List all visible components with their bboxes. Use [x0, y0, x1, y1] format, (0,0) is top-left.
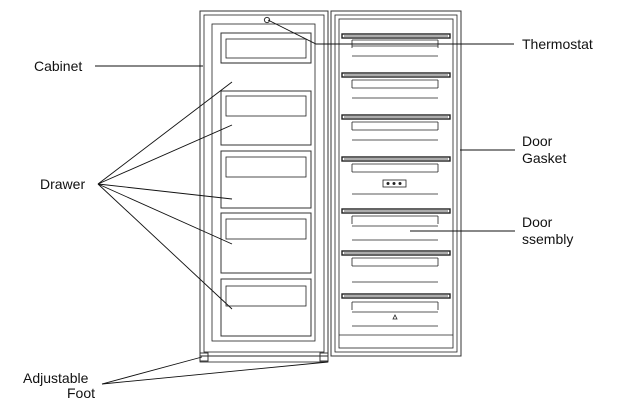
cabinet-body: [199, 10, 329, 363]
cabinet-drawers: [220, 32, 312, 337]
door-shelf-rail: [341, 156, 451, 162]
label-door-gasket-line1: Door: [522, 133, 553, 149]
drawer-1: [220, 32, 312, 64]
control-panel: [382, 179, 407, 188]
door-shelf-rail: [341, 250, 451, 256]
door-shelf-rail: [341, 293, 451, 299]
drawer-2: [220, 90, 312, 146]
label-cabinet: Cabinet: [34, 58, 82, 74]
label-thermostat: Thermostat: [522, 36, 593, 52]
label-door-assembly-line2: ssembly: [522, 231, 573, 247]
label-door-gasket-line2: Gasket: [522, 150, 566, 166]
adjustable-feet: [199, 352, 329, 362]
label-door-assembly-line1: Door: [522, 214, 553, 230]
label-adjustable-foot-line2: Foot: [67, 385, 95, 401]
drawer-4: [220, 212, 312, 274]
label-adjustable-foot-line1: Adjustable: [23, 370, 89, 386]
door-shelf-rail: [341, 114, 451, 120]
door-shelf-rail: [341, 33, 451, 39]
door-shelves: [339, 33, 453, 336]
drawer-5: [220, 278, 312, 337]
door-assembly: [330, 10, 462, 357]
door-shelf-rail: [341, 72, 451, 78]
thermostat-knob: [263, 16, 271, 24]
door-logo: [392, 314, 398, 320]
drawer-3: [220, 150, 312, 209]
door-shelf-rail: [341, 208, 451, 214]
label-drawer: Drawer: [40, 176, 85, 192]
leader-lines: [95, 19, 515, 385]
